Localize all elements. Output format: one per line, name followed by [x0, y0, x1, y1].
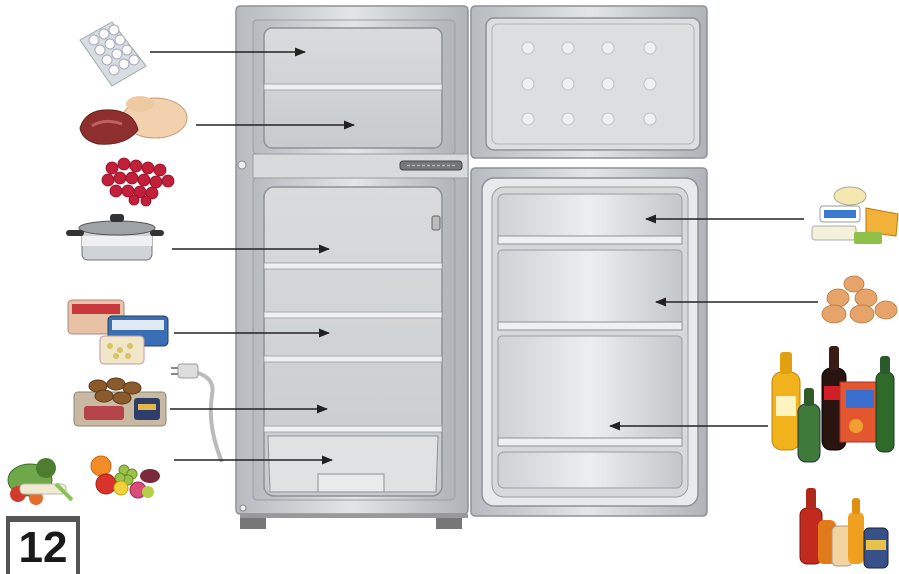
fridge-shelf: [264, 426, 442, 432]
berries-icon: [102, 158, 174, 206]
freezer-compartment: [253, 20, 455, 154]
fridge-shelf: [264, 312, 442, 318]
page-number: 12: [10, 522, 76, 574]
sausages-cutlets-icon: [74, 378, 166, 426]
vegetables-icon: [8, 458, 72, 505]
thermostat-icon: [432, 216, 440, 230]
cooking-pot-icon: [66, 214, 164, 260]
door-bin-middle: [498, 250, 682, 330]
power-plug-icon: [171, 364, 198, 378]
door-bin-bottom: [498, 336, 682, 446]
freezer-door: [471, 6, 707, 158]
packaged-meat-icon: [68, 300, 168, 364]
cheese-butter-icon: [812, 187, 898, 244]
fridge-shelf: [264, 356, 442, 362]
power-cord: [195, 372, 222, 462]
eggs-tray-icon: [80, 22, 146, 86]
fruits-icon: [91, 456, 160, 498]
compartment-divider: [253, 154, 468, 178]
fridge-compartment: [253, 178, 455, 500]
bottles-drinks-icon: [772, 346, 894, 462]
eggs-icon: [822, 276, 897, 323]
fridge-door: [471, 168, 707, 516]
freezer-shelf: [264, 84, 442, 90]
sauces-jars-icon: [800, 488, 888, 568]
meat-poultry-icon: [80, 96, 187, 144]
fridge-shelf: [264, 263, 442, 269]
